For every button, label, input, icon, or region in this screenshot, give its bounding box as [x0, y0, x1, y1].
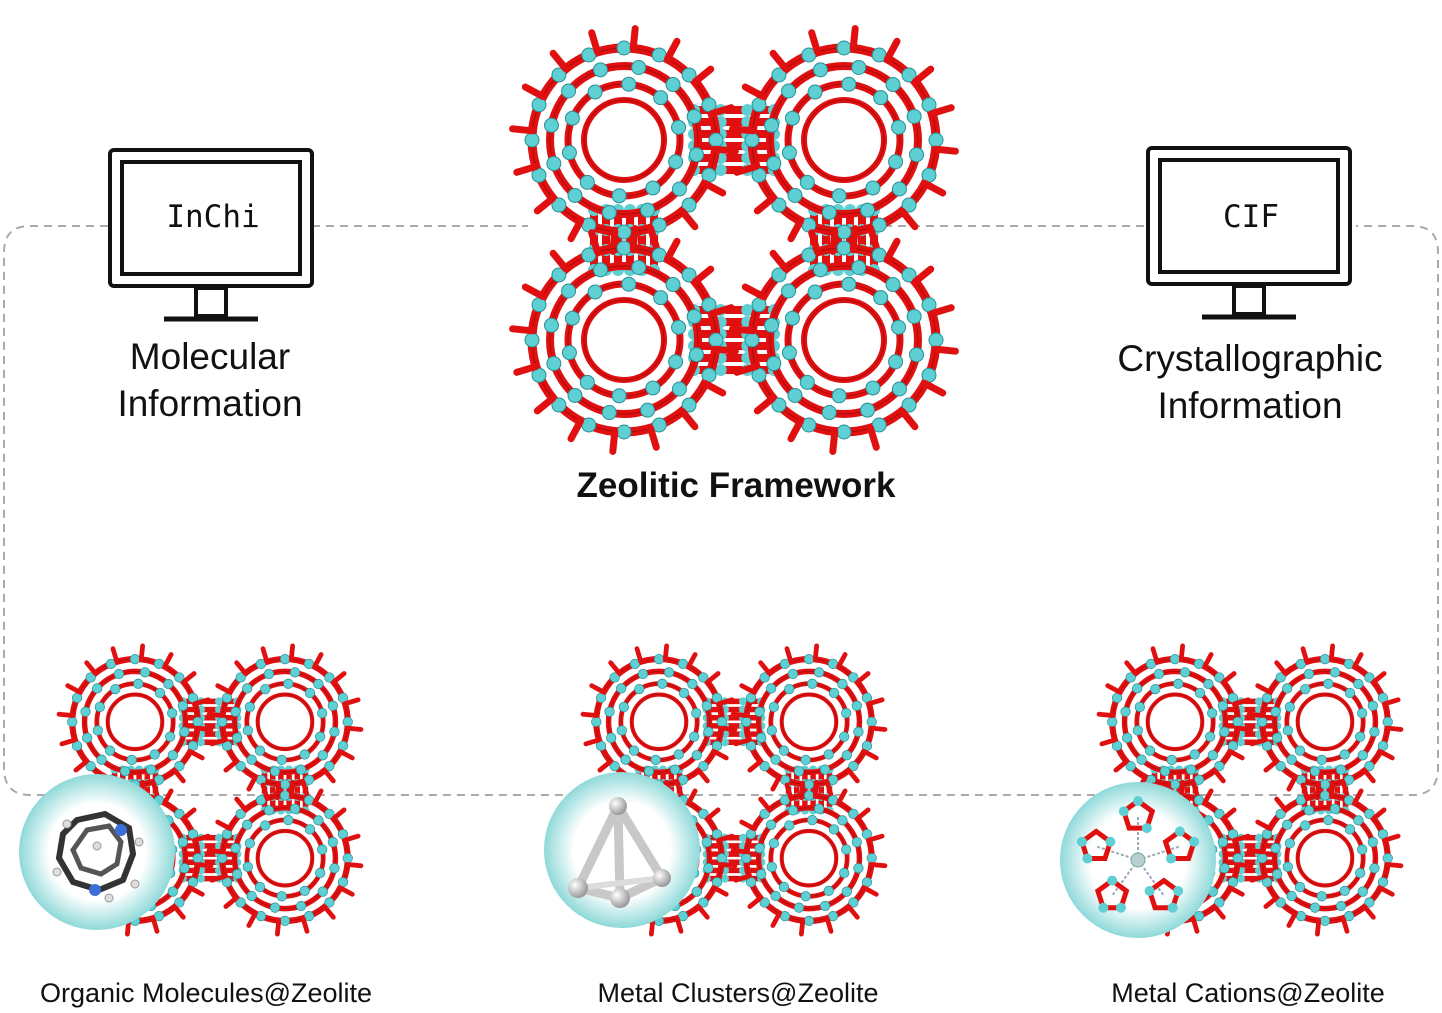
metal-cluster-bubble	[544, 772, 700, 928]
zeolitic-framework-title: Zeolitic Framework	[576, 466, 896, 505]
computer-monitor-icon	[108, 148, 314, 322]
computer-monitor-icon	[1146, 146, 1352, 320]
cif-screen-text: CIF	[1223, 199, 1279, 235]
organic-molecule-bubble	[19, 774, 175, 930]
metal-cations-caption: Metal Cations@Zeolite	[1111, 978, 1385, 1008]
inchi-screen-text: InChi	[166, 199, 260, 235]
molecular-information-label: Molecular Information	[117, 336, 303, 424]
metal-clusters-caption: Metal Clusters@Zeolite	[597, 978, 879, 1008]
zeolite-framework-structure	[509, 25, 959, 455]
crystallographic-information-label: Crystallographic Information	[1117, 338, 1383, 426]
metal-cation-bubble	[1060, 782, 1216, 938]
organic-molecules-caption: Organic Molecules@Zeolite	[39, 978, 373, 1008]
